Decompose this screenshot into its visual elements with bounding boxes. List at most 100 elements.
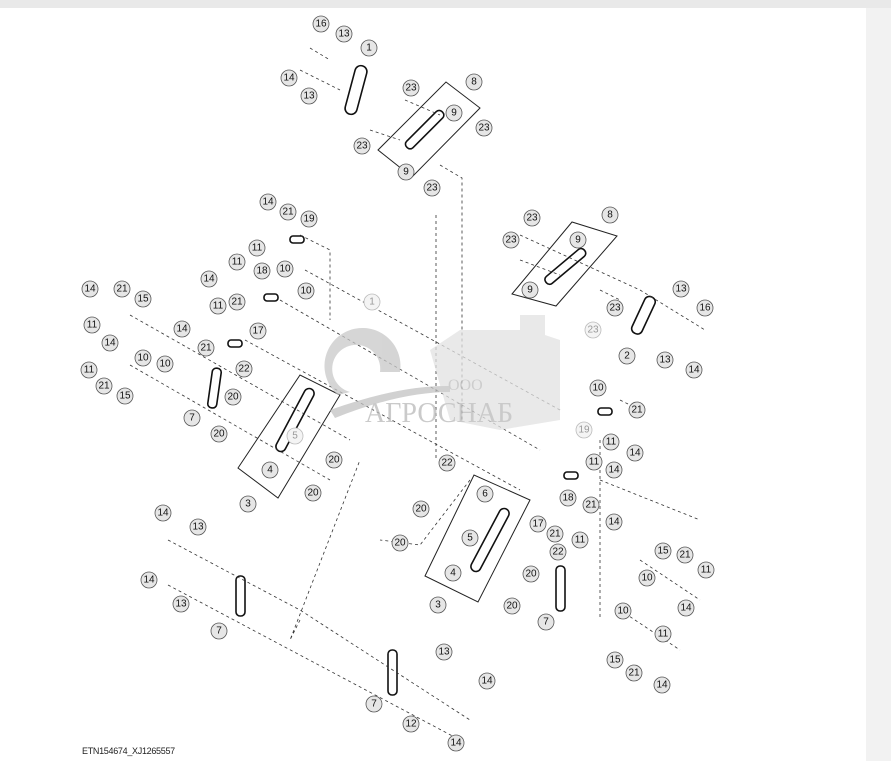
callout-number: 21 [628,668,640,679]
callout-number: 15 [137,294,149,305]
callout-number: 7 [371,699,377,710]
callout-circle [249,322,267,340]
callout-number: 14 [608,517,620,528]
callout-20: 20 [391,534,409,552]
callout-14: 14 [677,599,695,617]
callout-circle [183,409,201,427]
callout-5: 5 [286,427,304,445]
callout-circle [628,401,646,419]
callout-circle [606,299,624,317]
callout-14: 14 [280,69,298,87]
callout-23: 23 [523,209,541,227]
callout-17: 17 [529,515,547,533]
pin-19-right [597,407,613,416]
callout-number: 20 [213,429,225,440]
callout-number: 21 [200,343,212,354]
callout-10: 10 [156,355,174,373]
callout-16: 16 [696,299,714,317]
callout-11: 11 [571,531,589,549]
callout-circle [412,500,430,518]
callout-number: 11 [232,257,243,268]
callout-number: 15 [119,391,131,402]
callout-circle [280,69,298,87]
watermark-name: АГРОСНАБ [365,398,513,429]
pin-19 [289,235,305,244]
callout-13: 13 [672,280,690,298]
callout-circle [656,351,674,369]
callout-23: 23 [423,179,441,197]
callout-1: 1 [360,39,378,57]
callout-7: 7 [537,613,555,631]
callout-7: 7 [183,409,201,427]
callout-circle [253,262,271,280]
callout-circle [228,253,246,271]
callout-circle [569,231,587,249]
callout-circle [189,518,207,536]
callout-11: 11 [697,561,715,579]
callout-7: 7 [210,622,228,640]
callout-11: 11 [585,453,603,471]
callout-number: 14 [608,465,620,476]
callout-circle [304,484,322,502]
callout-number: 3 [435,600,441,611]
callout-number: 14 [481,676,493,687]
callout-number: 14 [629,448,641,459]
callout-number: 23 [356,141,368,152]
callout-number: 21 [231,297,243,308]
callout-14: 14 [447,734,465,752]
callout-circle [606,651,624,669]
watermark-combine-icon [430,315,560,430]
callout-number: 23 [426,183,438,194]
link-7-a [206,367,223,409]
callout-number: 22 [441,458,453,469]
callout-number: 10 [641,573,653,584]
callout-number: 11 [87,320,98,331]
callout-number: 11 [658,629,669,640]
callout-11: 11 [83,316,101,334]
callout-number: 7 [543,617,549,628]
callout-4: 4 [444,564,462,582]
callout-circle [677,599,695,617]
callout-15: 15 [654,542,672,560]
callout-circle [261,461,279,479]
callout-circle [210,425,228,443]
callout-number: 14 [688,365,700,376]
callout-21: 21 [676,546,694,564]
callout-11: 11 [228,253,246,271]
callout-circle [605,513,623,531]
callout-number: 11 [84,365,95,376]
callout-circle [549,543,567,561]
callout-number: 13 [303,91,315,102]
callout-circle [465,73,483,91]
callout-circle [300,87,318,105]
callout-number: 4 [450,568,456,579]
callout-circle [248,239,266,257]
callout-circle [676,546,694,564]
callout-number: 22 [552,547,564,558]
callout-number: 20 [307,488,319,499]
callout-number: 19 [578,425,590,436]
callout-circle [286,427,304,445]
callout-14: 14 [101,334,119,352]
callout-circle [444,564,462,582]
callout-23: 23 [606,299,624,317]
callout-circle [476,485,494,503]
callout-circle [335,25,353,43]
callout-number: 14 [680,603,692,614]
callout-number: 9 [527,285,533,296]
callout-number: 11 [606,437,617,448]
callout-circle [447,734,465,752]
callout-circle [276,260,294,278]
callout-15: 15 [606,651,624,669]
callout-number: 21 [631,405,643,416]
callout-20: 20 [304,484,322,502]
callout-number: 5 [292,431,298,442]
callout-number: 10 [592,383,604,394]
callout-number: 17 [252,326,264,337]
callout-number: 20 [328,455,340,466]
callout-17: 17 [249,322,267,340]
callout-circle [522,565,540,583]
callout-number: 9 [575,235,581,246]
callout-11: 11 [602,433,620,451]
callout-circle [297,282,315,300]
